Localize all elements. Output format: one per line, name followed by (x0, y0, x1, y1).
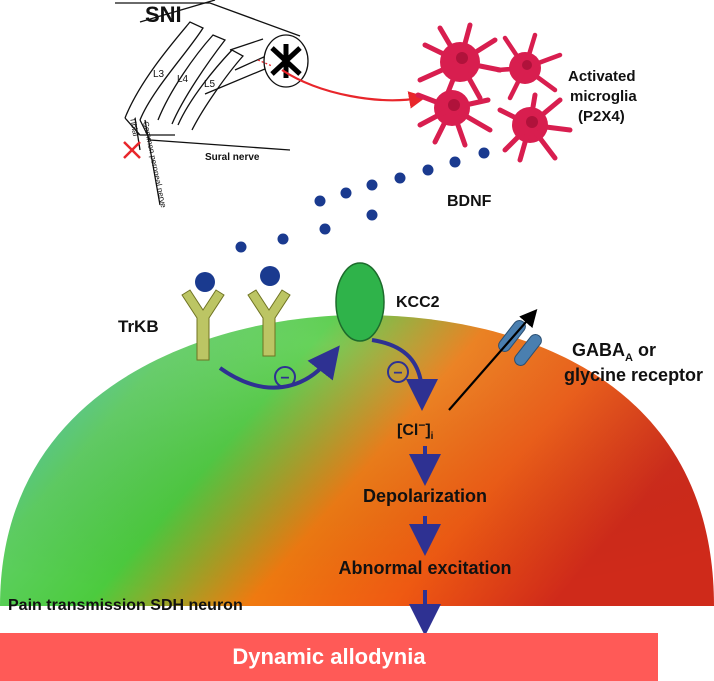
glycine-receptor-label: glycine receptor (564, 365, 703, 385)
depolarization-label: Depolarization (363, 486, 487, 506)
svg-text:−: − (280, 370, 289, 387)
bdnf-label: BDNF (447, 193, 492, 210)
sural-nerve-label: Sural nerve (205, 152, 260, 163)
bdnf-dot (478, 147, 490, 159)
kcc2-to-chloride-arrow (371, 338, 438, 411)
chloride-to-gaba-arrow (448, 309, 538, 411)
bdnf-dot (394, 172, 406, 184)
bdnf-dot (319, 223, 331, 235)
bdnf-dot (340, 187, 352, 199)
microglia-label-line3: (P2X4) (578, 108, 625, 125)
l5-label: L5 (204, 79, 216, 90)
neuron-body (0, 315, 714, 606)
abnormal-excitation-label: Abnormal excitation (338, 558, 511, 578)
microglia-cluster (415, 22, 573, 163)
microglia-label-line2: microglia (570, 88, 637, 105)
microglia-cell (497, 92, 573, 163)
tibial-label: Tibial (128, 117, 140, 137)
microglia-cell (415, 90, 493, 148)
trkb-receptor (247, 266, 291, 357)
trkb-receptor (181, 272, 225, 361)
kcc2-transporter (335, 262, 385, 342)
bdnf-dot (235, 241, 247, 253)
activation-arrow (281, 69, 427, 109)
microglia-cell (417, 22, 503, 103)
bdnf-dot (422, 164, 434, 176)
allodynia-label: Dynamic allodynia (232, 644, 426, 669)
bound-bdnf (195, 272, 215, 292)
neuron-label: Pain transmission SDH neuron (8, 597, 243, 614)
bdnf-dot (449, 156, 461, 168)
l4-label: L4 (177, 74, 189, 85)
trkb-label: TrKB (118, 317, 159, 336)
sni-label: SNI (145, 2, 182, 27)
l3-label: L3 (153, 69, 165, 80)
chloride-label: [Cl−]i (397, 418, 434, 442)
kcc2-label: KCC2 (396, 294, 440, 311)
bdnf-dot (314, 195, 326, 207)
common-peroneal-label: Common peroneal nerve (141, 121, 168, 210)
allodynia-banner: Dynamic allodynia (0, 633, 658, 681)
sciatic-nerve-diagram (115, 0, 309, 206)
bdnf-molecules (235, 147, 490, 253)
bdnf-dot (366, 209, 378, 221)
inhibit-symbol: − (387, 361, 409, 383)
gaba-label: GABAA or (572, 340, 656, 364)
bdnf-dot (366, 179, 378, 191)
microglia-cell (495, 32, 563, 101)
svg-text:−: − (393, 365, 402, 382)
bound-bdnf (260, 266, 280, 286)
microglia-label-line1: Activated (568, 68, 636, 85)
gaba-glycine-receptor (498, 320, 542, 366)
nerve-cut-mark (123, 141, 141, 159)
bdnf-dot (277, 233, 289, 245)
inhibit-symbol: − (274, 366, 296, 388)
